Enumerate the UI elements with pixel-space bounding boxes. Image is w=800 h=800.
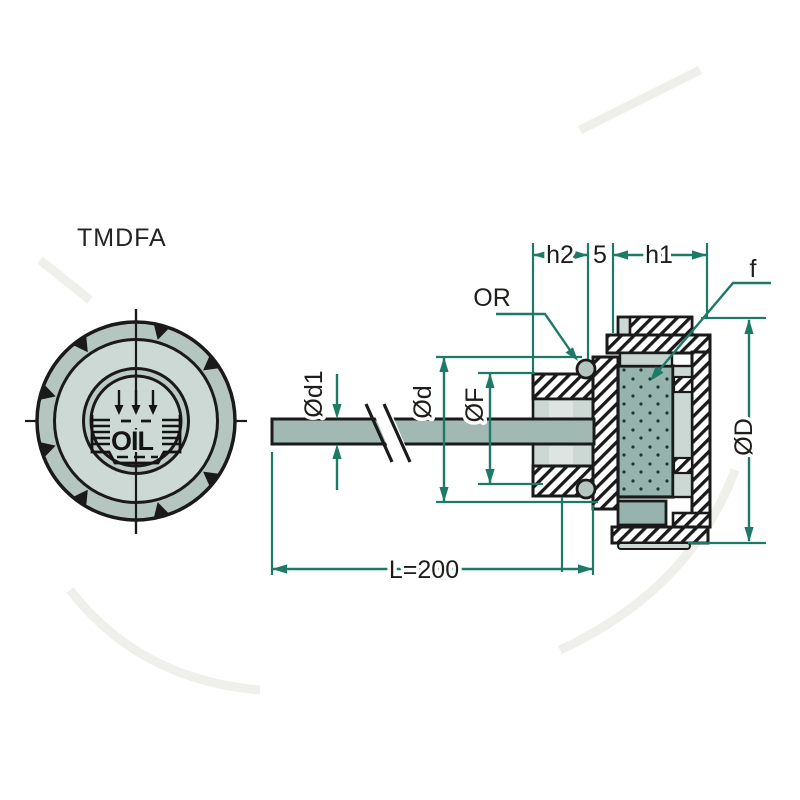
top-knob-hatch xyxy=(628,315,694,337)
oil-container-icon xyxy=(90,415,182,465)
grip-tooth xyxy=(203,471,219,486)
rod xyxy=(270,417,596,446)
body-step-top-tone xyxy=(549,401,573,417)
grip-tooth xyxy=(73,489,88,506)
top-strip xyxy=(618,351,674,368)
grip-tooth xyxy=(40,385,56,400)
filter-element xyxy=(616,364,675,499)
oil-arrows-icon xyxy=(114,390,158,415)
dim-h1: h1 xyxy=(613,238,707,273)
label-f: f xyxy=(650,255,771,381)
dipstick-rod xyxy=(270,402,596,464)
dim-rod-diameter: Ød1 xyxy=(297,367,342,490)
front-view: OIL xyxy=(25,309,247,534)
label-or: OR xyxy=(473,284,578,361)
oring-top xyxy=(575,358,597,380)
section-view xyxy=(270,315,712,550)
break-gap xyxy=(369,402,413,464)
cap-top xyxy=(605,315,712,368)
dim-rod-label: Ød1 xyxy=(300,370,328,417)
bottom-strip xyxy=(616,499,668,527)
cap-right xyxy=(671,350,712,529)
oring-bottom xyxy=(575,478,597,500)
dim-h1-label: h1 xyxy=(645,241,673,269)
dim-outer-label: ØD xyxy=(730,418,758,456)
grip-tooth xyxy=(40,442,56,457)
body-step-bottom-tone xyxy=(549,446,573,464)
dim-outer-diameter: ØD xyxy=(727,319,762,542)
oil-label: OIL xyxy=(111,426,154,456)
cap-wall-foot xyxy=(671,511,712,529)
break-line-1 xyxy=(364,403,394,463)
cap-wall xyxy=(690,350,712,529)
dim-thread-label: Ød xyxy=(409,385,437,418)
cap-rib-top xyxy=(672,375,694,394)
model-label: TMDFA xyxy=(77,224,167,252)
dim-h2-label: h2 xyxy=(546,241,574,269)
grip-teeth xyxy=(40,324,219,518)
grip-tooth xyxy=(73,336,88,353)
oil-fill-symbol: OIL xyxy=(90,390,182,465)
dim-thread-diameter: Ød xyxy=(406,357,449,502)
filter-dots xyxy=(620,368,671,495)
watermark xyxy=(37,65,740,695)
dim-gap-label: 5 xyxy=(593,241,607,269)
f-label: f xyxy=(750,255,757,283)
bottom-bar xyxy=(610,525,710,545)
flange-column xyxy=(591,355,620,511)
dim-length: L=200 xyxy=(272,553,593,588)
top-bar xyxy=(605,333,712,355)
dim-flange-diameter: ØF xyxy=(458,373,495,484)
dim-flange-label: ØF xyxy=(461,388,489,423)
grip-tooth xyxy=(153,324,169,340)
grip-tooth xyxy=(203,356,219,371)
bottom-sliver xyxy=(617,542,691,550)
grip-tooth xyxy=(153,502,169,518)
cap-rib-bottom xyxy=(672,456,694,475)
cap-bottom xyxy=(610,499,712,550)
dimensions: h2 5 h1 OR f Ød1 xyxy=(270,238,771,588)
dim-length-label: L=200 xyxy=(389,556,459,584)
or-label: OR xyxy=(473,284,511,312)
dim-h2: h2 xyxy=(533,238,588,273)
break-line-2 xyxy=(382,403,412,463)
